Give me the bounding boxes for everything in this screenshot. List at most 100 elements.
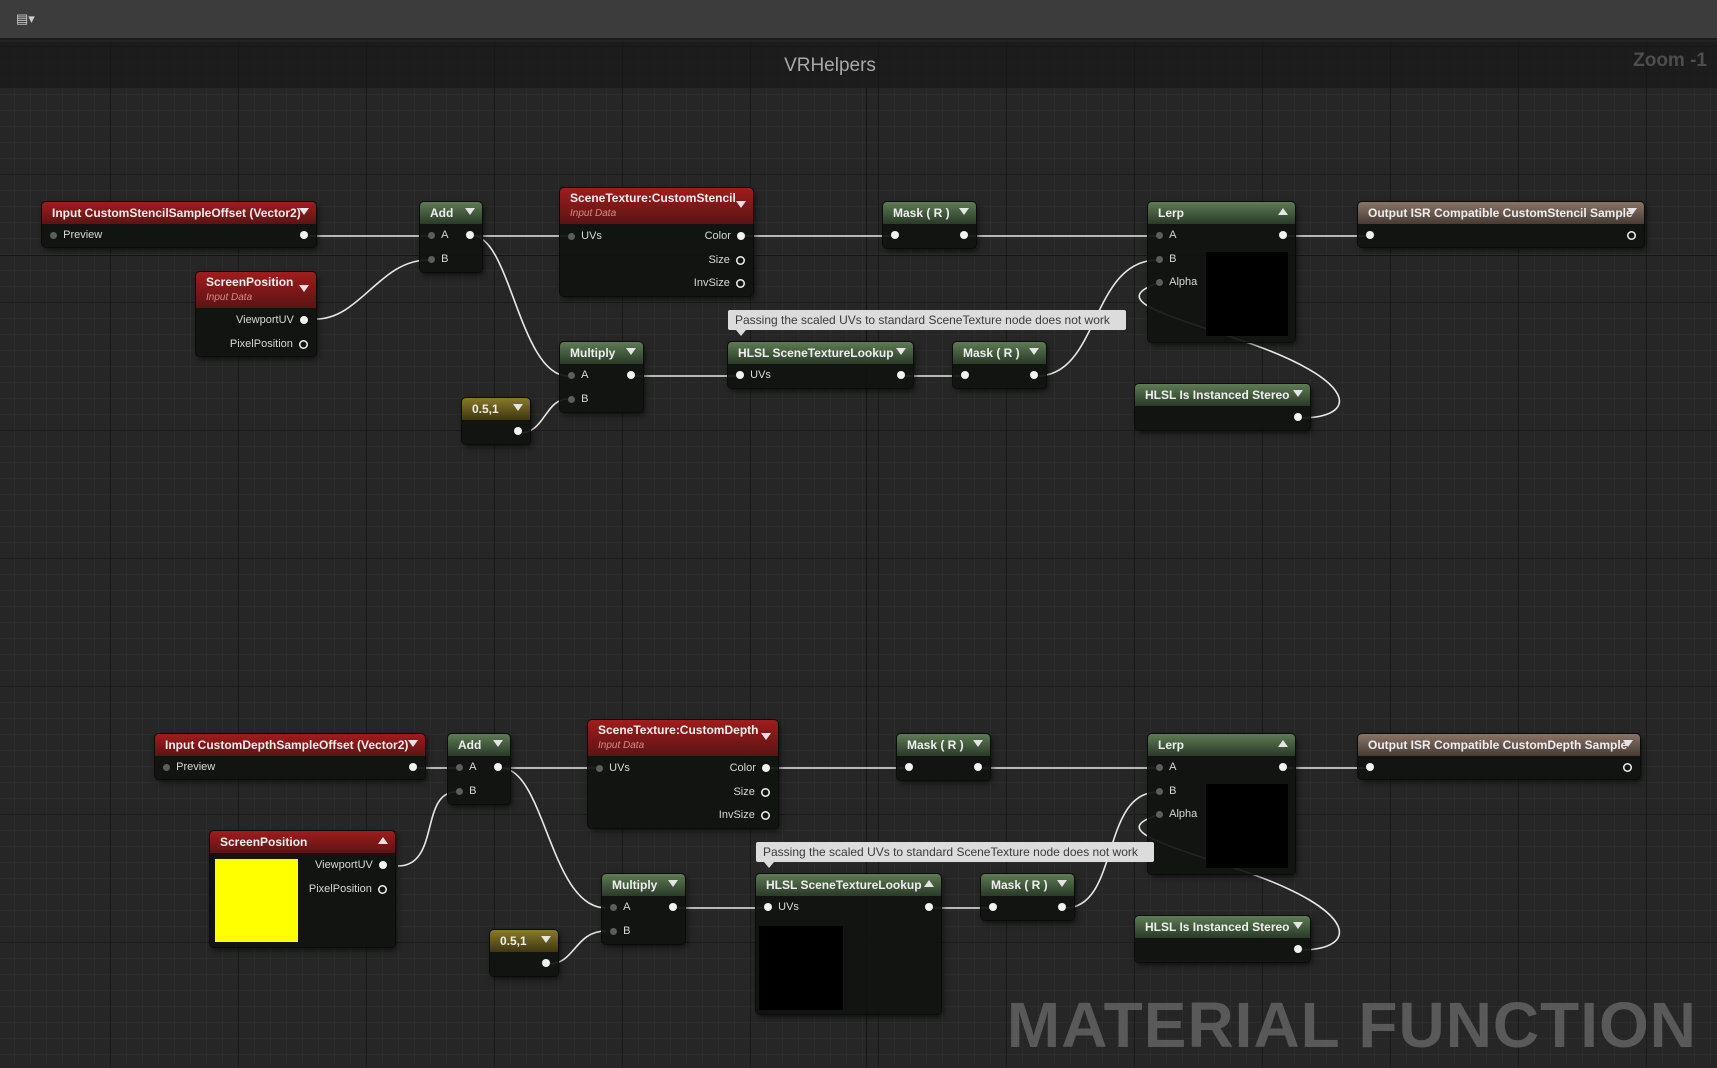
node-mask-r[interactable]: Mask ( R ) (953, 342, 1046, 388)
node-hlsl-is-instanced-stereo[interactable]: HLSL Is Instanced Stereo (1135, 384, 1310, 430)
collapse-arrow-icon[interactable] (959, 208, 969, 215)
output-pin[interactable] (1294, 942, 1302, 956)
pin-b[interactable]: B (456, 784, 476, 798)
pin-a[interactable]: A (568, 368, 588, 382)
output-pin[interactable] (1279, 760, 1287, 774)
collapse-arrow-icon[interactable] (761, 733, 771, 740)
node-output-custom-stencil[interactable]: Output ISR Compatible CustomStencil Samp… (1358, 202, 1644, 247)
expand-arrow-icon[interactable] (924, 880, 934, 887)
node-lerp[interactable]: Lerp A B Alpha (1148, 734, 1295, 874)
node-add[interactable]: Add A B (448, 734, 510, 804)
pin-pixel-position[interactable]: PixelPosition (230, 337, 308, 351)
pin-alpha[interactable]: Alpha (1156, 275, 1197, 289)
output-pin[interactable] (974, 760, 982, 774)
output-pin[interactable] (1627, 228, 1636, 242)
node-constant-0-5-1[interactable]: 0.5,1 (490, 930, 558, 976)
collapse-arrow-icon[interactable] (1623, 740, 1633, 747)
node-multiply[interactable]: Multiply A B (602, 874, 685, 944)
input-pin[interactable] (1366, 228, 1374, 242)
output-pin[interactable] (925, 900, 933, 914)
input-pin[interactable] (891, 228, 899, 242)
node-hlsl-scene-texture-lookup[interactable]: HLSL SceneTextureLookup UVs (728, 342, 913, 388)
graph-layout-icon[interactable]: ▤▾ (16, 11, 35, 26)
collapse-arrow-icon[interactable] (626, 348, 636, 355)
input-pin[interactable] (989, 900, 997, 914)
node-multiply[interactable]: Multiply A B (560, 342, 643, 412)
node-input-custom-depth-offset[interactable]: Input CustomDepthSampleOffset (Vector2) … (155, 734, 425, 779)
output-pin[interactable] (960, 228, 968, 242)
pin-invsize[interactable]: InvSize (719, 808, 770, 822)
pin-b[interactable]: B (1156, 252, 1176, 266)
pin-viewport-uv[interactable]: ViewportUV (315, 858, 387, 872)
pin-pixel-position[interactable]: PixelPosition (309, 882, 387, 896)
node-screen-position[interactable]: ScreenPosition ViewportUV PixelPosition (210, 831, 395, 947)
pin-a[interactable]: A (428, 228, 448, 242)
pin-a[interactable]: A (1156, 228, 1176, 242)
pin-b[interactable]: B (428, 252, 448, 266)
output-pin[interactable] (466, 228, 474, 242)
pin-alpha[interactable]: Alpha (1156, 807, 1197, 821)
node-hlsl-is-instanced-stereo[interactable]: HLSL Is Instanced Stereo (1135, 916, 1310, 962)
collapse-arrow-icon[interactable] (973, 740, 983, 747)
pin-preview[interactable]: Preview (163, 760, 215, 774)
pin-invsize[interactable]: InvSize (694, 276, 745, 290)
pin-preview[interactable]: Preview (50, 228, 102, 242)
collapse-arrow-icon[interactable] (493, 740, 503, 747)
pin-a[interactable]: A (1156, 760, 1176, 774)
collapse-arrow-icon[interactable] (1627, 208, 1637, 215)
output-pin[interactable] (669, 900, 677, 914)
node-lerp[interactable]: Lerp A B Alpha (1148, 202, 1295, 342)
output-pin[interactable] (1030, 368, 1038, 382)
input-pin[interactable] (1366, 760, 1374, 774)
collapse-arrow-icon[interactable] (465, 208, 475, 215)
collapse-arrow-icon[interactable] (736, 201, 746, 208)
output-pin[interactable] (542, 956, 550, 970)
output-pin[interactable] (627, 368, 635, 382)
collapse-arrow-icon[interactable] (896, 348, 906, 355)
collapse-arrow-icon[interactable] (1293, 922, 1303, 929)
output-pin[interactable] (409, 760, 417, 774)
node-input-custom-stencil-offset[interactable]: Input CustomStencilSampleOffset (Vector2… (42, 202, 316, 247)
output-pin[interactable] (1058, 900, 1066, 914)
output-pin[interactable] (494, 760, 502, 774)
node-add[interactable]: Add A B (420, 202, 482, 272)
collapse-arrow-icon[interactable] (1057, 880, 1067, 887)
node-mask-r[interactable]: Mask ( R ) (981, 874, 1074, 920)
pin-uvs[interactable]: UVs (568, 229, 602, 243)
expand-arrow-icon[interactable] (1278, 740, 1288, 747)
node-hlsl-scene-texture-lookup[interactable]: HLSL SceneTextureLookup UVs (756, 874, 941, 1014)
pin-color[interactable]: Color (705, 229, 745, 243)
comment-bubble[interactable]: Passing the scaled UVs to standard Scene… (728, 310, 1126, 336)
pin-a[interactable]: A (456, 760, 476, 774)
pin-a[interactable]: A (610, 900, 630, 914)
input-pin[interactable] (905, 760, 913, 774)
collapse-arrow-icon[interactable] (299, 208, 309, 215)
pin-viewport-uv[interactable]: ViewportUV (236, 313, 308, 327)
collapse-arrow-icon[interactable] (1029, 348, 1039, 355)
output-pin[interactable] (514, 424, 522, 438)
expand-arrow-icon[interactable] (1278, 208, 1288, 215)
collapse-arrow-icon[interactable] (513, 404, 523, 411)
output-pin[interactable] (1294, 410, 1302, 424)
comment-bubble[interactable]: Passing the scaled UVs to standard Scene… (756, 842, 1154, 868)
pin-uvs[interactable]: UVs (736, 368, 771, 382)
node-constant-0-5-1[interactable]: 0.5,1 (462, 398, 530, 444)
expand-arrow-icon[interactable] (378, 837, 388, 844)
pin-size[interactable]: Size (733, 785, 770, 799)
collapse-arrow-icon[interactable] (668, 880, 678, 887)
pin-b[interactable]: B (610, 924, 630, 938)
node-output-custom-depth[interactable]: Output ISR Compatible CustomDepth Sample (1358, 734, 1640, 779)
output-pin[interactable] (897, 368, 905, 382)
collapse-arrow-icon[interactable] (408, 740, 418, 747)
pin-uvs[interactable]: UVs (596, 761, 630, 775)
pin-uvs[interactable]: UVs (764, 900, 799, 914)
pin-b[interactable]: B (568, 392, 588, 406)
pin-size[interactable]: Size (708, 253, 745, 267)
node-mask-r[interactable]: Mask ( R ) (883, 202, 976, 248)
output-pin[interactable] (1279, 228, 1287, 242)
output-pin[interactable] (300, 228, 308, 242)
collapse-arrow-icon[interactable] (299, 285, 309, 292)
pin-color[interactable]: Color (730, 761, 770, 775)
